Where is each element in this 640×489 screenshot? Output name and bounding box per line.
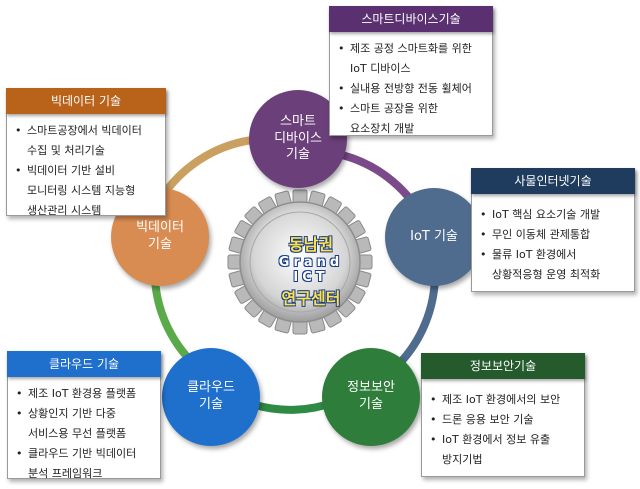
node-cloud: 클라우드 기술 (162, 348, 260, 446)
arc-cloud-bigdata (151, 276, 194, 364)
node-security-label: 정보보안 기술 (347, 380, 395, 412)
list-item: 빅데이터 기반 설비 모니터링 시스템 지능형 생산관리 시스템 (15, 161, 159, 221)
list-item: 제조 공정 스마트화를 위한 IoT 디바이스 (338, 39, 486, 79)
box-iot-title: 사물인터넷기술 (471, 168, 635, 194)
list-item: 제조 IoT 환경용 플랫폼 (16, 384, 154, 404)
node-smart-device-label: 스마트 디바이스 기술 (274, 113, 322, 163)
list-item: IoT 환경에서 정보 유출 방지기법 (430, 430, 578, 470)
list-item: IoT 핵심 요소기술 개발 (480, 205, 628, 225)
node-cloud-label: 클라우드 기술 (187, 380, 235, 412)
center-line-4: 연구센터 (281, 289, 341, 308)
list-item: 드론 응용 보안 기술 (430, 410, 578, 430)
node-iot-label: IoT 기술 (410, 228, 458, 244)
list-item: 실내용 전방향 전동 휠체어 (338, 79, 486, 99)
box-security-title: 정보보안기술 (421, 353, 585, 379)
list-item: 무인 이동체 관제통합 (480, 225, 628, 245)
arc-iot-security (394, 271, 439, 369)
box-bigdata: 빅데이터 기술 스마트공장에서 빅데이터 수집 및 처리기술 빅데이터 기반 설… (6, 88, 166, 217)
box-security: 정보보안기술 제조 IoT 환경에서의 보안 드론 응용 보안 기술 IoT 환… (421, 353, 585, 477)
center-title: 동남권 Grand ICT 연구센터 (255, 220, 367, 320)
list-item: 스마트공장에서 빅데이터 수집 및 처리기술 (15, 121, 159, 161)
center-line-1: 동남권 (288, 235, 334, 254)
list-item: 상황인지 기반 다중 서비스용 무선 플랫폼 (16, 404, 154, 444)
node-bigdata-label: 빅데이터 기술 (136, 220, 184, 252)
box-cloud-title: 클라우드 기술 (7, 351, 161, 377)
node-security: 정보보안 기술 (322, 348, 420, 446)
center-line-2: Grand (278, 255, 344, 270)
gear-icon (227, 189, 373, 335)
center-line-3: ICT (293, 270, 329, 285)
box-smart-device: 스마트디바이스기술 제조 공정 스마트화를 위한 IoT 디바이스 실내용 전방… (329, 6, 493, 136)
node-iot: IoT 기술 (385, 188, 483, 286)
list-item: 스마트 공장을 위한 요소장치 개발 (338, 99, 486, 139)
list-item: 물류 IoT 환경에서 상황적응형 운영 최적화 (480, 245, 628, 285)
box-smart-device-title: 스마트디바이스기술 (329, 6, 493, 32)
box-bigdata-title: 빅데이터 기술 (6, 88, 166, 114)
list-item: 제조 IoT 환경에서의 보안 (430, 390, 578, 410)
list-item: 클라우드 기반 빅데이터 분석 프레임워크 (16, 444, 154, 484)
box-cloud: 클라우드 기술 제조 IoT 환경용 플랫폼 상황인지 기반 다중 서비스용 무… (7, 351, 161, 480)
box-iot: 사물인터넷기술 IoT 핵심 요소기술 개발 무인 이동체 관제통합 물류 Io… (471, 168, 635, 292)
